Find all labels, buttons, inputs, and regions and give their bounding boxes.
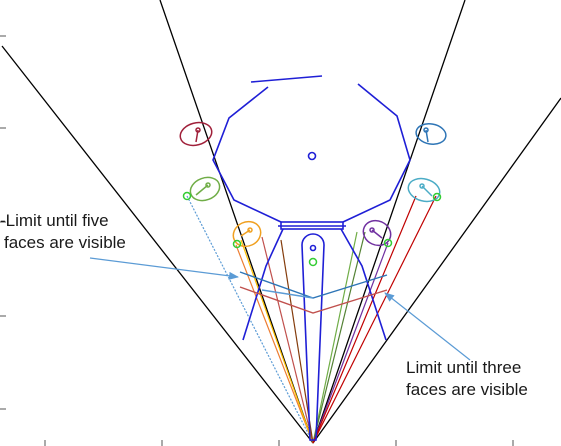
ray-red-left — [261, 236, 314, 444]
faces — [179, 121, 447, 248]
sensor-circle — [308, 257, 318, 267]
face-cyan-pin — [419, 183, 425, 189]
axis-ticks — [0, 35, 514, 446]
sensor-circle — [432, 192, 442, 202]
left-leg — [242, 228, 284, 341]
ray-green — [312, 231, 358, 444]
ray-dark-red — [312, 195, 417, 444]
outer-left-boundary — [1, 45, 314, 444]
face-green-pin — [205, 182, 211, 188]
right-edges — [342, 83, 411, 223]
left-edges — [212, 86, 282, 223]
robot-structure — [212, 75, 411, 441]
ray-orange — [235, 244, 314, 444]
annotation-arrows — [89, 257, 471, 361]
face-orange — [232, 220, 262, 248]
face-dark-red — [179, 121, 213, 147]
annotation-three-line1: Limit until three — [406, 358, 522, 377]
sensor-circles — [182, 191, 442, 267]
ray-red-right — [312, 195, 437, 444]
ray-brown-left — [280, 239, 314, 444]
arrow-left-annotation — [89, 257, 239, 280]
top-edge-left — [250, 75, 323, 83]
sensor-circle — [182, 191, 192, 201]
center-joint — [307, 151, 317, 161]
face-purple-pin — [369, 227, 375, 233]
sensor-circle — [383, 238, 393, 248]
annotation-five-line1: -Limit until five — [0, 211, 109, 230]
inner-right-boundary — [312, 0, 466, 444]
right-leg — [340, 228, 387, 341]
face-blue — [415, 123, 447, 145]
pendulum — [301, 233, 325, 441]
annotation-five-line2: faces are visible — [4, 233, 126, 252]
face-blue-pin — [423, 127, 429, 133]
limit-three-line-1 — [239, 286, 388, 314]
face-green — [189, 176, 221, 202]
pendulum-pivot — [309, 244, 317, 252]
rays — [186, 195, 437, 444]
ray-light-blue — [186, 195, 314, 444]
outer-right-boundary — [312, 97, 561, 444]
annotation-three-faces: Limit until three faces are visible — [406, 357, 528, 401]
face-dark-red-pin — [195, 127, 201, 133]
annotation-three-line2: faces are visible — [406, 380, 528, 399]
arrow-right-annotation — [384, 292, 471, 361]
limit-extra — [261, 289, 314, 299]
ray-yellow — [240, 239, 314, 444]
annotation-five-faces: -Limit until five faces are visible — [0, 210, 126, 254]
face-purple — [362, 219, 392, 247]
inner-left-boundary — [159, 0, 314, 444]
ray-purple — [312, 242, 389, 444]
ray-dark-green — [312, 231, 366, 444]
limit-lines — [239, 271, 388, 314]
sensor-circle — [232, 239, 242, 249]
face-orange-pin — [247, 227, 253, 233]
